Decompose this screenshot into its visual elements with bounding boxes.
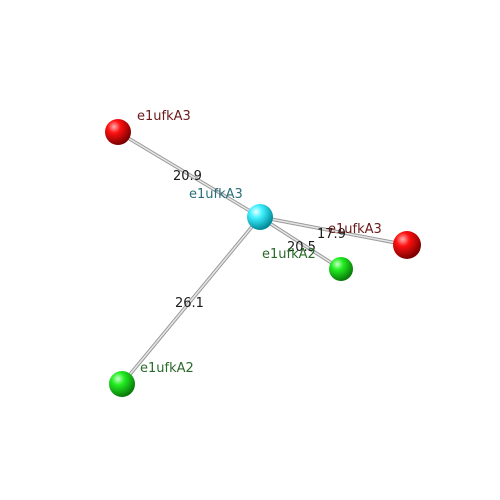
node-green-near: [329, 257, 353, 281]
node-label-red-left: e1ufkA3: [137, 109, 191, 124]
edge-center-green-bottom: [120, 215, 262, 386]
edge-center-red-left: [116, 130, 262, 219]
node-red-left: [105, 119, 131, 145]
node-label-green-bottom: e1ufkA2: [140, 361, 194, 376]
edge-center-green-near: [258, 215, 343, 271]
node-label-center: e1ufkA3: [189, 187, 243, 202]
edge-label-red-right: 17.9: [317, 227, 346, 242]
edge-label-green-bottom: 26.1: [175, 296, 204, 311]
node-label-red-right: e1ufkA3: [328, 222, 382, 237]
edge-label-red-left: 20.9: [173, 169, 202, 184]
edge-center-red-right: [258, 215, 409, 247]
node-green-bottom: [109, 371, 135, 397]
node-center: [247, 204, 273, 230]
node-red-right: [393, 231, 421, 259]
edge-label-green-near: 20.5: [287, 240, 316, 255]
node-label-green-near: e1ufkA2: [262, 247, 316, 262]
